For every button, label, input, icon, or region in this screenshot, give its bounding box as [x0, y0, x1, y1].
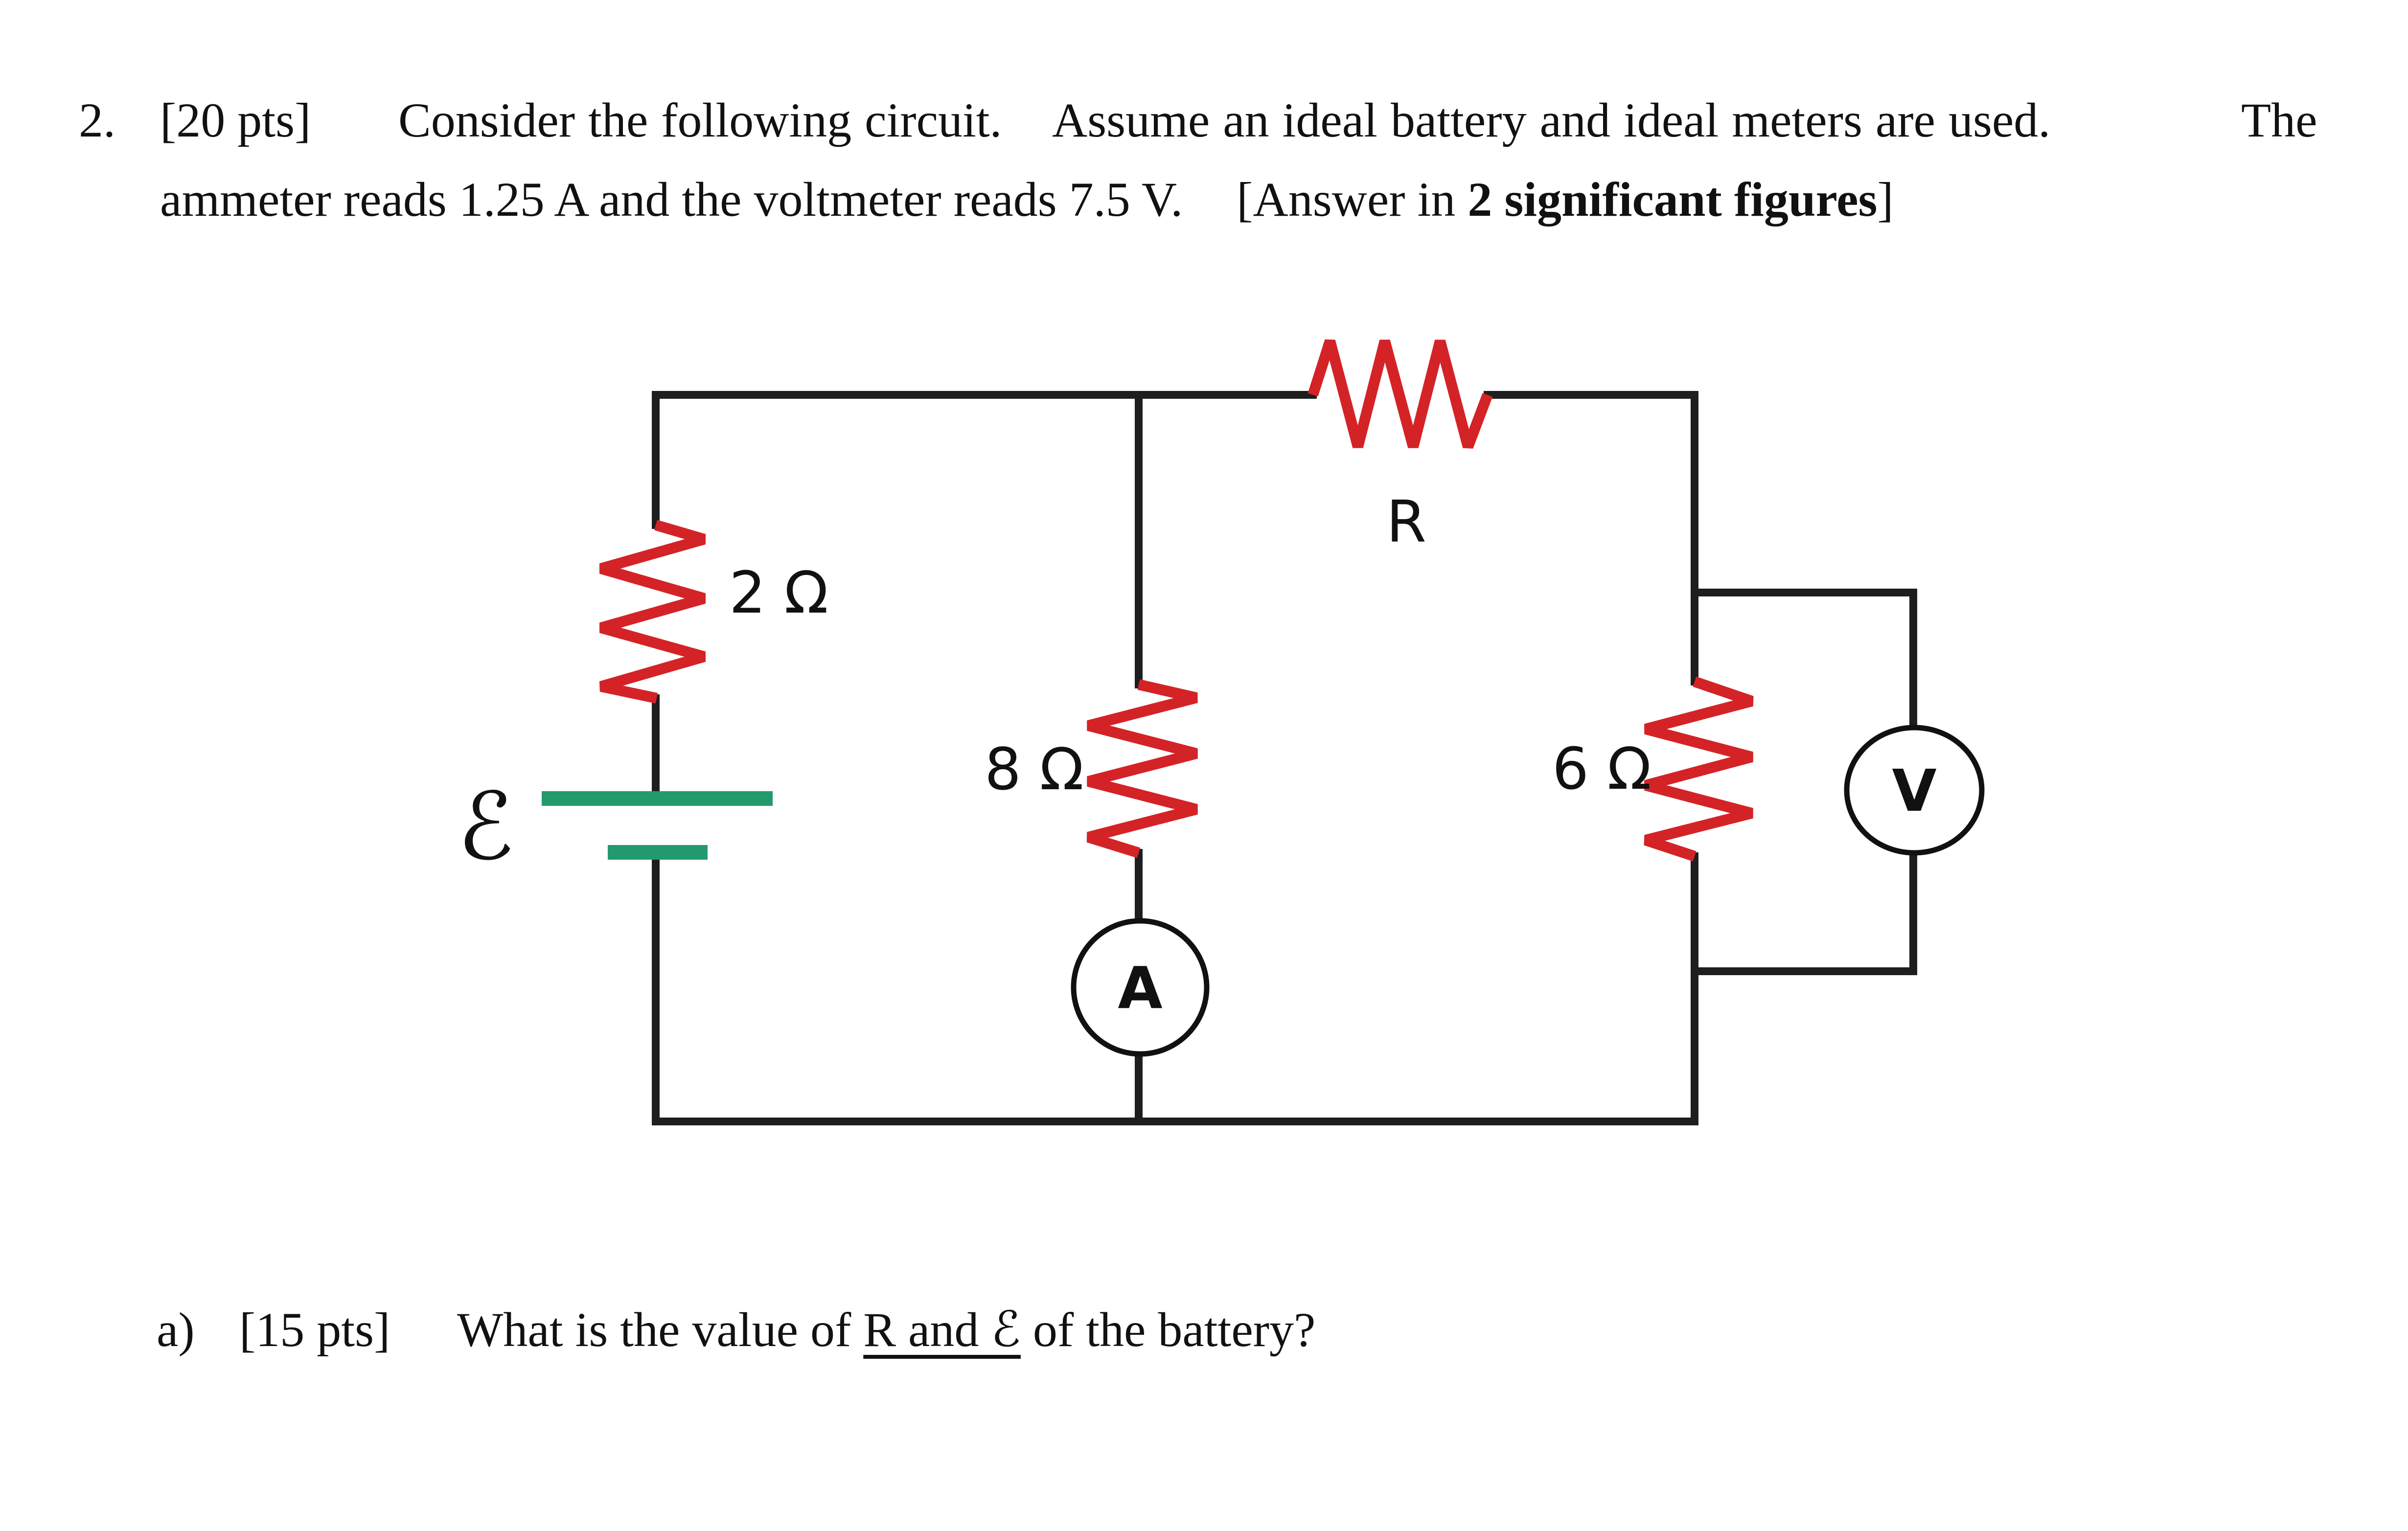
voltmeter: V	[1844, 725, 1985, 856]
problem-statement-line-2: ammeter reads 1.25 A and the voltmeter r…	[160, 172, 1183, 227]
voltmeter-label: V	[1892, 757, 1936, 824]
emf-symbol: ℰ	[458, 773, 514, 881]
question-a-text-underlined: R and ℰ	[863, 1302, 1021, 1357]
wire-voltmeter-top	[1691, 589, 1917, 728]
voltmeter-circle	[1844, 725, 1985, 856]
ammeter-circle	[1071, 918, 1210, 1057]
problem-statement-line-1-tail: The	[2241, 93, 2317, 147]
label-R: R	[1386, 488, 1426, 555]
label-8-ohm: 8 Ω	[985, 735, 1084, 803]
ammeter: A	[1071, 918, 1210, 1057]
wire-voltmeter-bottom	[1691, 852, 1917, 975]
answer-hint-open: [Answer in	[1237, 172, 1468, 227]
question-a-text-before: What is the value of	[457, 1302, 864, 1357]
label-6-ohm: 6 Ω	[1552, 735, 1651, 802]
resistor-8-ohm	[1086, 679, 1198, 858]
answer-hint-close: ]	[1877, 172, 1894, 227]
resistor-R	[1307, 339, 1493, 449]
problem-number: 2.	[79, 93, 115, 147]
problem-statement-line-1: Consider the following circuit. Assume a…	[398, 93, 2051, 147]
problem-points: [20 pts]	[160, 93, 311, 147]
problem-line-2: ammeter reads 1.25 A and the voltmeter r…	[160, 175, 1894, 224]
wire-top-right	[1484, 391, 1698, 686]
wire-bottom	[652, 852, 1698, 1125]
question-a-label: a)	[157, 1302, 195, 1357]
label-2-ohm: 2 Ω	[729, 559, 828, 626]
ammeter-label: A	[1118, 954, 1162, 1022]
resistor-6-ohm	[1644, 676, 1754, 862]
question-a-text-after: of the battery?	[1020, 1302, 1316, 1357]
wires	[652, 391, 1917, 1125]
answer-hint-sig-figs: 2 significant figures	[1468, 172, 1878, 227]
question-a-points: [15 pts]	[239, 1302, 390, 1357]
wire-top-left	[652, 391, 1317, 529]
battery: ℰ	[458, 773, 773, 881]
question-a-text: What is the value of R and ℰ of the batt…	[457, 1305, 1315, 1354]
resistor-2-ohm	[599, 520, 706, 704]
